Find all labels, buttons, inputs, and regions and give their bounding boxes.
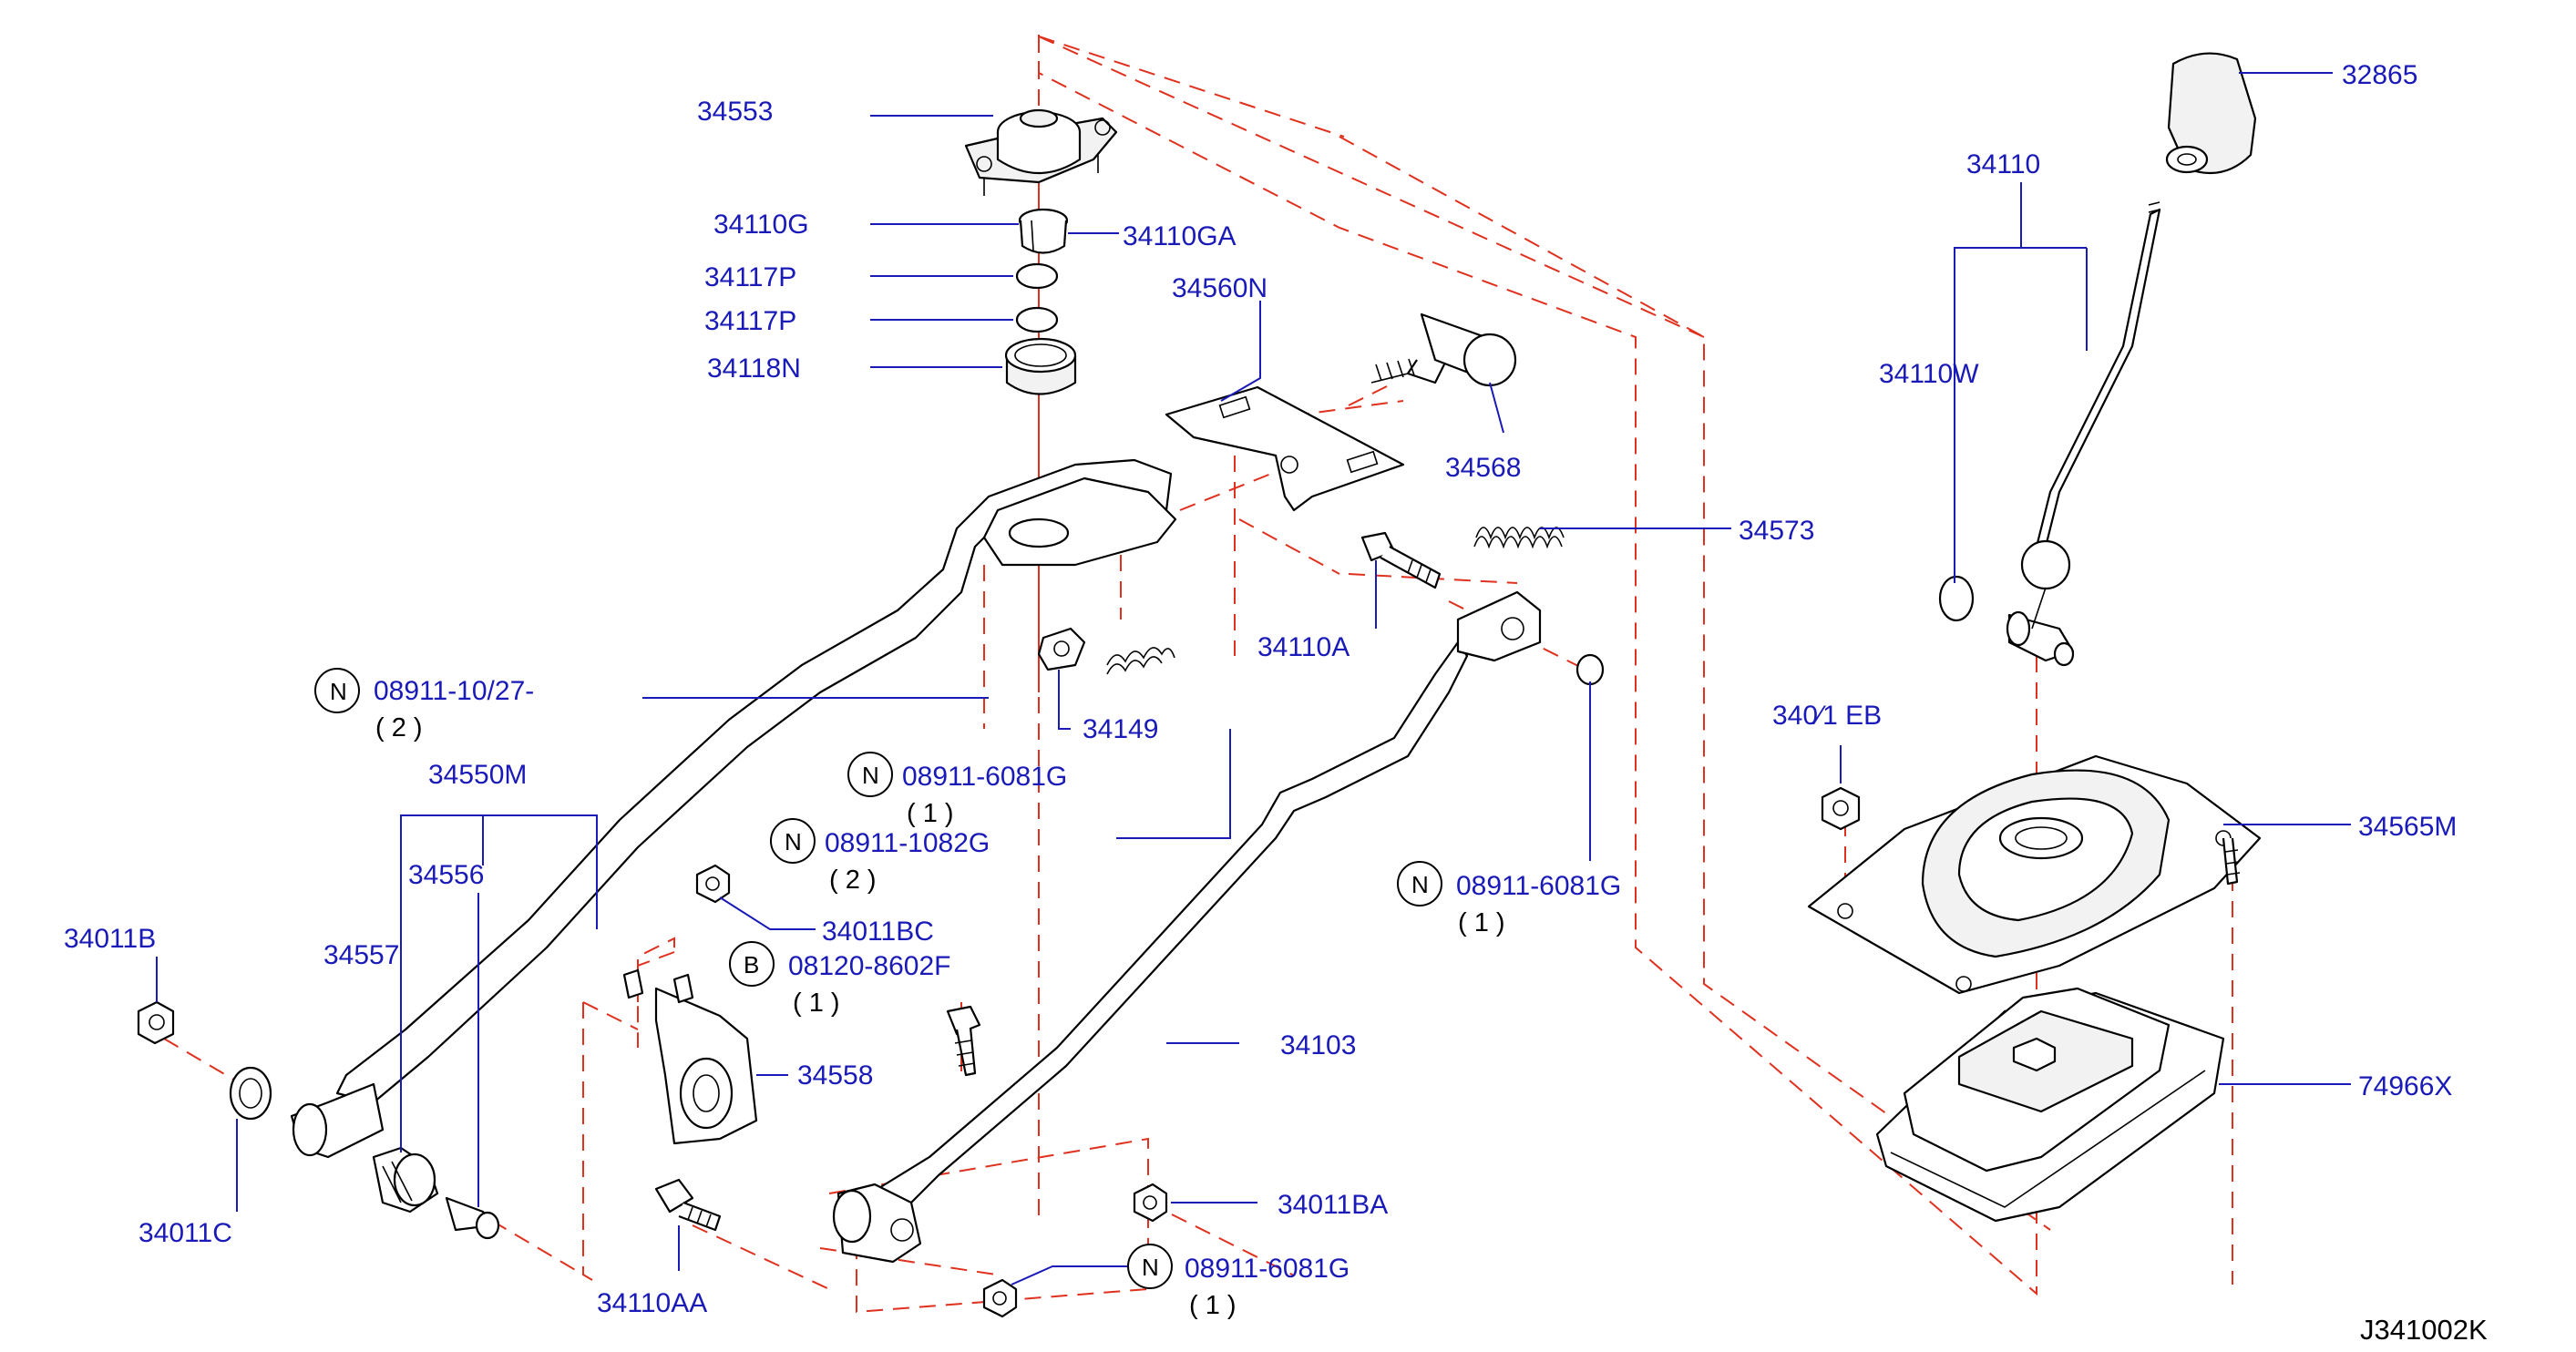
label-74966X[interactable]: 74966X (2358, 1071, 2452, 1101)
callout-marker: N (862, 762, 879, 789)
callout-part-number: 08120-8602F (788, 951, 950, 981)
assembly-guides (163, 35, 2233, 1314)
part-08120-bolt-drawing (946, 1005, 981, 1077)
label-34117P-b[interactable]: 34117P (704, 306, 796, 336)
diagram-code: J341002K (2360, 1314, 2488, 1346)
callout-quantity: ( 1 ) (1458, 908, 1505, 937)
part-34110AA-bolt-drawing (654, 1178, 722, 1232)
callouts: N 08911-10/27- ( 2 ) N 08911-6081G ( 1 )… (314, 668, 1621, 1320)
part-34011B-nut-drawing (137, 1000, 175, 1045)
label-34558[interactable]: 34558 (797, 1060, 873, 1091)
label-34550M[interactable]: 34550M (428, 760, 527, 790)
part-34011BA-nut-drawing (1133, 1183, 1168, 1223)
label-34103[interactable]: 34103 (1280, 1030, 1356, 1060)
callout-c5[interactable]: N 08911-6081G ( 1 ) (1397, 861, 1621, 937)
part-34117P-ring-b-drawing (1015, 306, 1059, 333)
callout-quantity: ( 2 ) (375, 713, 423, 743)
label-34011C[interactable]: 34011C (139, 1218, 232, 1248)
part-bushing-right-drawing (1575, 653, 1605, 686)
marker-circle (314, 668, 360, 713)
part-34573-drawing (1473, 527, 1565, 549)
callout-c6[interactable]: N 08911-6081G ( 1 ) (1127, 1244, 1350, 1320)
label-34560N[interactable]: 34560N (1172, 273, 1267, 303)
label-34110GA[interactable]: 34110GA (1123, 221, 1237, 251)
marker-circle (770, 818, 816, 864)
part-32865-knob-drawing (2165, 52, 2257, 175)
callout-quantity: ( 1 ) (907, 799, 954, 828)
label-34573[interactable]: 34573 (1739, 516, 1814, 546)
part-34117P-ring-a-drawing (1015, 262, 1059, 290)
part-34011BC-nut-drawing (695, 864, 731, 904)
part-34011C-washer-drawing (229, 1066, 272, 1121)
part-34110G-drawing (1018, 208, 1069, 254)
label-34011EB[interactable]: 340⁄1 EB (1772, 701, 1882, 731)
part-34110-lever-drawing (2006, 201, 2161, 667)
part-34560N-drawing (1165, 385, 1405, 512)
label-34117P-a[interactable]: 34117P (704, 262, 796, 292)
marker-circle (729, 941, 775, 987)
label-34118N[interactable]: 34118N (707, 353, 801, 384)
part-labels: 34553 34110G 34110GA 34117P 34117P 34118… (64, 60, 2457, 1318)
part-34557-drawing (372, 1146, 439, 1214)
marker-circle (1127, 1244, 1173, 1289)
label-34110[interactable]: 34110 (1966, 149, 2040, 179)
callout-part-number: 08911-10/27- (374, 676, 534, 706)
part-drawings (137, 52, 2262, 1318)
callout-marker: B (744, 951, 759, 978)
part-34110A-bolt-drawing (1360, 531, 1442, 589)
part-bottom-nut-drawing (982, 1278, 1018, 1318)
callout-part-number: 08911-1082G (825, 828, 990, 858)
label-34110A[interactable]: 34110A (1257, 632, 1350, 662)
callout-part-number: 08911-6081G (902, 762, 1067, 792)
label-34011BA[interactable]: 34011BA (1278, 1190, 1388, 1220)
callout-part-number: 08911-6081G (1185, 1254, 1350, 1284)
callout-quantity: ( 1 ) (793, 988, 840, 1018)
callout-quantity: ( 1 ) (1189, 1291, 1237, 1320)
label-34110G[interactable]: 34110G (713, 210, 809, 240)
label-34568[interactable]: 34568 (1445, 453, 1521, 483)
part-34553-drawing (964, 108, 1118, 196)
part-34110W-drawing (1938, 575, 1975, 622)
part-34011EB-nut-drawing (1821, 786, 1861, 831)
label-34110W[interactable]: 34110W (1879, 359, 1979, 389)
label-34556[interactable]: 34556 (408, 860, 484, 890)
callout-marker: N (1411, 871, 1429, 898)
callout-marker: N (1142, 1254, 1159, 1281)
part-34568-drawing (1370, 312, 1517, 387)
label-34011BC[interactable]: 34011BC (822, 917, 934, 947)
part-34565M-housing-drawing (1807, 754, 2262, 995)
callout-c1[interactable]: N 08911-10/27- ( 2 ) (314, 668, 534, 743)
callout-quantity: ( 2 ) (829, 865, 877, 895)
marker-circle (1397, 861, 1442, 906)
callout-c3[interactable]: N 08911-1082G ( 2 ) (770, 818, 990, 895)
part-34558-drawing (622, 968, 758, 1145)
label-34553[interactable]: 34553 (697, 97, 773, 127)
callout-part-number: 08911-6081G (1456, 871, 1621, 901)
leader-lines (156, 72, 2351, 1285)
label-34110AA[interactable]: 34110AA (597, 1288, 707, 1318)
marker-circle (847, 752, 893, 797)
label-34557[interactable]: 34557 (323, 940, 399, 970)
label-34565M[interactable]: 34565M (2358, 812, 2457, 842)
label-34011B[interactable]: 34011B (64, 924, 156, 954)
part-34149-drawing (1037, 627, 1175, 675)
callout-c4[interactable]: B 08120-8602F ( 1 ) (729, 941, 950, 1018)
label-32865[interactable]: 32865 (2342, 60, 2417, 90)
part-34556-drawing (445, 1196, 500, 1240)
callout-c2[interactable]: N 08911-6081G ( 1 ) (847, 752, 1067, 828)
part-74966X-boot-drawing (1875, 987, 2225, 1223)
part-34550M-rod-drawing (290, 458, 1177, 1159)
callout-marker: N (785, 828, 802, 855)
callout-marker: N (330, 678, 347, 705)
part-34103-rod-drawing (832, 590, 1542, 1264)
part-34118N-drawing (1004, 337, 1077, 395)
label-34149[interactable]: 34149 (1083, 714, 1158, 744)
